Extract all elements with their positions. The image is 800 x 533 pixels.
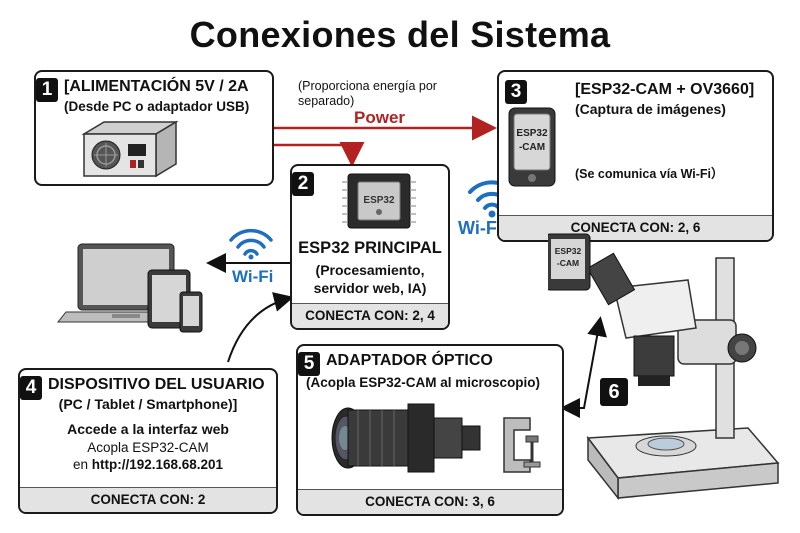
box-footer: CONECTA CON: 3, 6: [298, 489, 562, 514]
wifi-label-user: Wi-Fi: [232, 267, 274, 286]
lens-adapter-icon: [331, 403, 481, 473]
power-label-top: Power: [354, 108, 406, 127]
user-devices-illustration: [56, 243, 203, 333]
box-subtitle: (PC / Tablet / Smartphone)]: [58, 396, 238, 412]
box-subtitle: (Acopla ESP32-CAM al microscopio): [306, 375, 541, 390]
box-title: DISPOSITIVO DEL USUARIO: [48, 376, 265, 393]
power-supply-box: 1 [ALIMENTACIÓN 5V / 2A (Desde PC o adap…: [34, 70, 274, 186]
user-device-box: 4 DISPOSITIVO DEL USUARIO (PC / Tablet /…: [18, 368, 278, 514]
wifi-label-cam: Wi-Fi: [458, 218, 502, 238]
esp32-chip-icon: ESP32: [342, 173, 416, 229]
link-user-to-esp32: [227, 292, 294, 363]
svg-text:-CAM: -CAM: [557, 258, 579, 268]
box-title: ADAPTADOR ÓPTICO: [326, 352, 493, 369]
microscope-icon: ESP32 -CAM: [548, 233, 780, 501]
link-number-6: 6: [600, 378, 628, 406]
box-note: (Se comunica vía Wi-Fi）: [575, 167, 724, 181]
box-title: [ESP32-CAM + OV3660]: [575, 81, 755, 98]
esp32-cam-icon: ESP32 -CAM: [508, 107, 556, 187]
web-url-link[interactable]: http://192.168.68.201: [91, 457, 224, 472]
box-footer: CONECTA CON: 2: [20, 487, 276, 512]
box-line-1: Accede a la interfaz web: [67, 421, 229, 437]
svg-text:ESP32: ESP32: [555, 246, 582, 256]
box-line-2: servidor web, IA): [313, 280, 427, 296]
clamp-icon: [503, 417, 541, 473]
svg-text:-CAM: -CAM: [519, 142, 545, 153]
power-note: (Proporciona energía por separado): [298, 79, 437, 108]
power-supply-icon: [81, 120, 179, 178]
line-prefix: en: [72, 457, 88, 472]
box-number: 3: [505, 80, 527, 104]
box-line-1: (Procesamiento,: [315, 262, 425, 278]
box-subtitle: (Captura de imágenes): [575, 101, 726, 117]
box-title: [ALIMENTACIÓN 5V / 2A: [64, 78, 249, 95]
box-line-2: Acopla ESP32-CAM: [87, 440, 209, 455]
esp32-main-box: 2 ESP32 ESP32 PRINCIPAL (Procesamiento, …: [290, 164, 450, 330]
box-title: ESP32 PRINCIPAL: [298, 239, 442, 257]
link-adapter-to-microscope: [560, 316, 607, 418]
box-footer: CONECTA CON: 2, 4: [292, 303, 448, 328]
esp32-cam-box: 3 [ESP32-CAM + OV3660] (Captura de imáge…: [497, 70, 774, 242]
box-number: 5: [298, 352, 320, 376]
svg-text:ESP32: ESP32: [516, 128, 548, 139]
svg-text:ESP32: ESP32: [363, 195, 395, 206]
box-number: 2: [292, 172, 314, 196]
smartphone-icon: [179, 291, 203, 333]
wifi-icon: [229, 228, 273, 260]
box-subtitle: (Desde PC o adaptador USB): [64, 99, 250, 114]
box-number: 1: [36, 78, 58, 102]
page-title: Conexiones del Sistema: [189, 14, 611, 55]
box-footer: CONECTA CON: 2, 6: [499, 215, 772, 240]
optical-adapter-box: 5 ADAPTADOR ÓPTICO (Acopla ESP32-CAM al …: [296, 344, 564, 516]
box-number: 4: [20, 376, 42, 400]
box-line-3: en http://192.168.68.201: [20, 457, 276, 472]
